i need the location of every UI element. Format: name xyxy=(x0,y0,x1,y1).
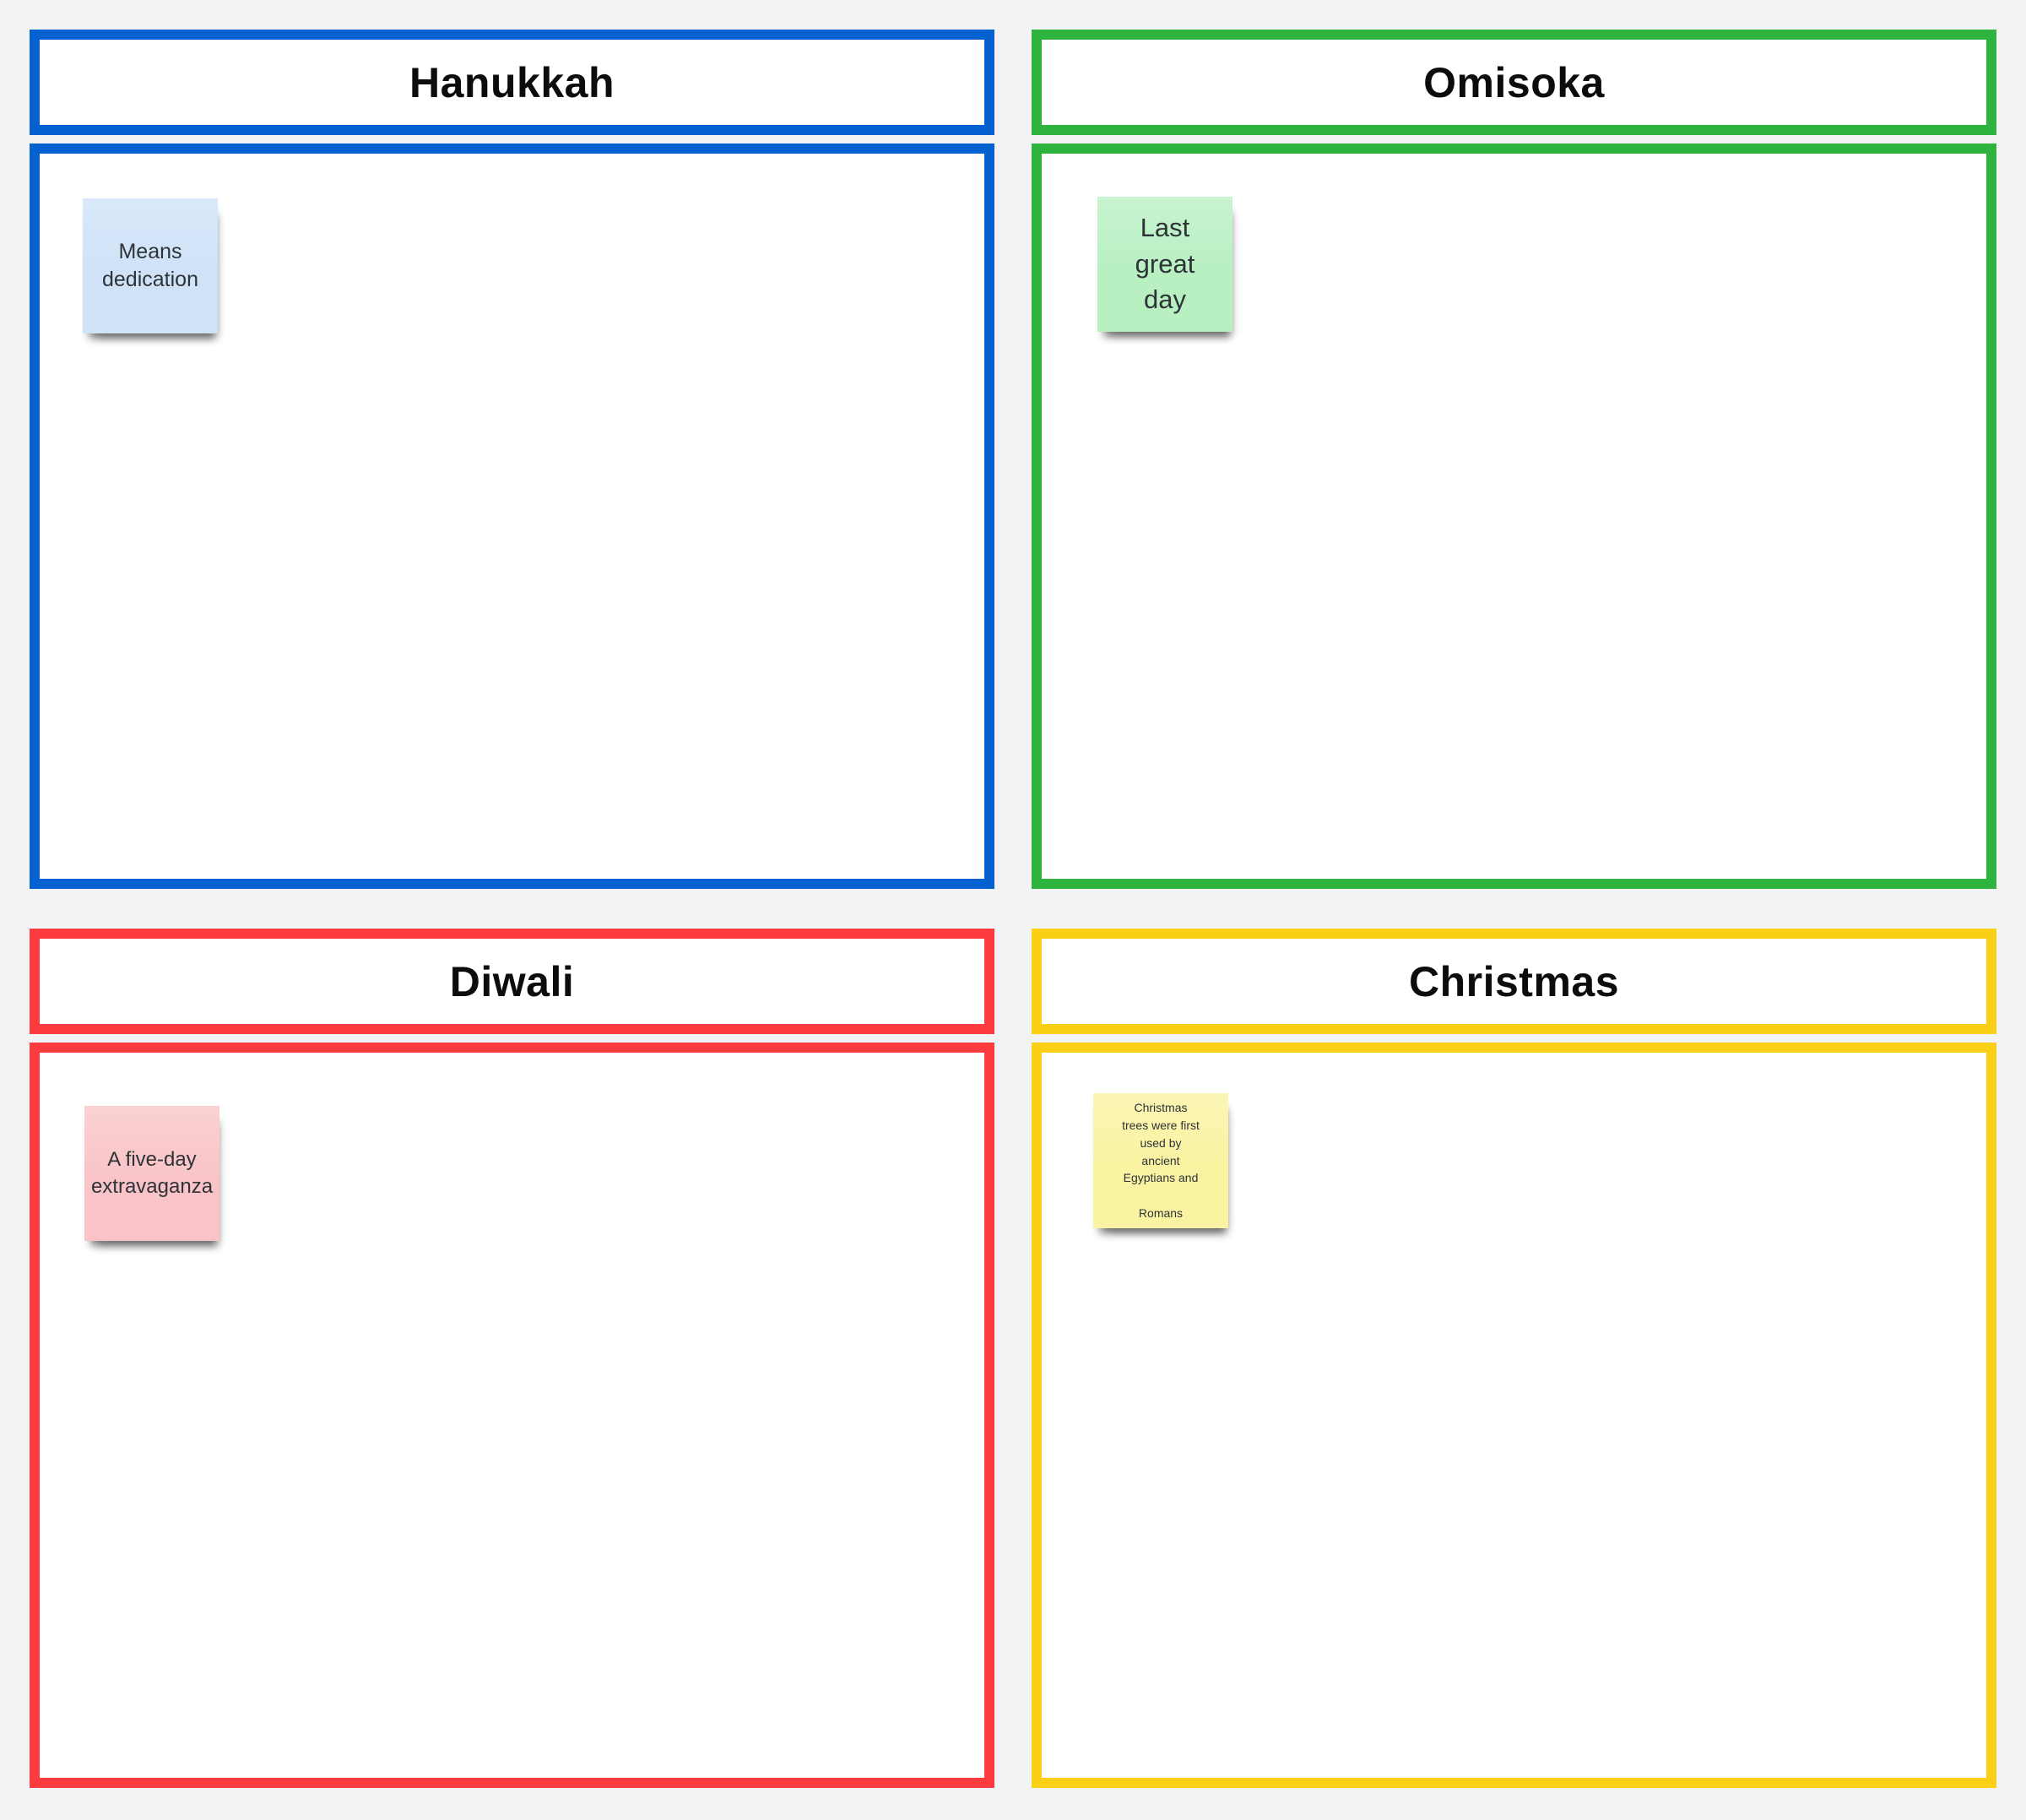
sticky-note-christmas[interactable]: Christmas trees were first used by ancie… xyxy=(1093,1093,1228,1228)
frame-hanukkah-body[interactable]: Means dedication xyxy=(30,144,994,889)
frame-title-label: Christmas xyxy=(1408,957,1620,1005)
frame-christmas-body[interactable]: Christmas trees were first used by ancie… xyxy=(1032,1043,1996,1788)
frame-christmas: Christmas Christmas trees were first use… xyxy=(1032,929,1996,1788)
sticky-note-omisoka[interactable]: Last great day xyxy=(1097,197,1232,332)
frame-title-label: Omisoka xyxy=(1423,58,1605,106)
frame-christmas-title-bar[interactable]: Christmas xyxy=(1032,929,1996,1034)
frame-omisoka: Omisoka Last great day xyxy=(1032,30,1996,889)
frame-diwali: Diwali A five-day extravaganza xyxy=(30,929,994,1788)
frame-diwali-title-bar[interactable]: Diwali xyxy=(30,929,994,1034)
sticky-note-text: A five-day extravaganza xyxy=(90,1147,214,1198)
sticky-note-diwali[interactable]: A five-day extravaganza xyxy=(84,1106,219,1241)
frame-hanukkah-title-bar[interactable]: Hanukkah xyxy=(30,30,994,135)
frame-omisoka-title-bar[interactable]: Omisoka xyxy=(1032,30,1996,135)
frame-hanukkah: Hanukkah Means dedication xyxy=(30,30,994,889)
frame-title-label: Diwali xyxy=(449,957,575,1005)
frame-title-label: Hanukkah xyxy=(409,58,615,106)
frame-omisoka-body[interactable]: Last great day xyxy=(1032,144,1996,889)
sticky-note-text: Last great day xyxy=(1135,212,1195,315)
frame-diwali-body[interactable]: A five-day extravaganza xyxy=(30,1043,994,1788)
sticky-note-text: Means dedication xyxy=(102,240,198,291)
sticky-note-text: Christmas trees were first used by ancie… xyxy=(1122,1101,1200,1220)
sticky-note-hanukkah[interactable]: Means dedication xyxy=(83,198,218,333)
